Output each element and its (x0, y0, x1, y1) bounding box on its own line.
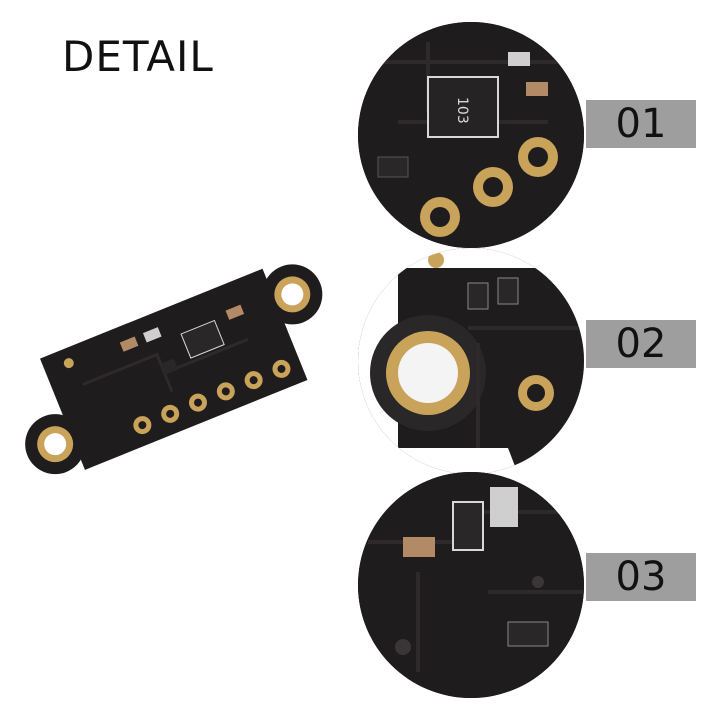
detail-photo-02 (358, 248, 584, 474)
detail-photo-03 (358, 472, 584, 698)
detail-label-02: 02 (586, 320, 696, 368)
chip-marking: 103 (454, 97, 470, 124)
page-title: DETAIL (62, 32, 214, 81)
sensor-board-photo (10, 240, 330, 480)
detail-label-01: 01 (586, 100, 696, 148)
detail-photo-01: 103 (358, 22, 584, 248)
detail-label-03: 03 (586, 553, 696, 601)
